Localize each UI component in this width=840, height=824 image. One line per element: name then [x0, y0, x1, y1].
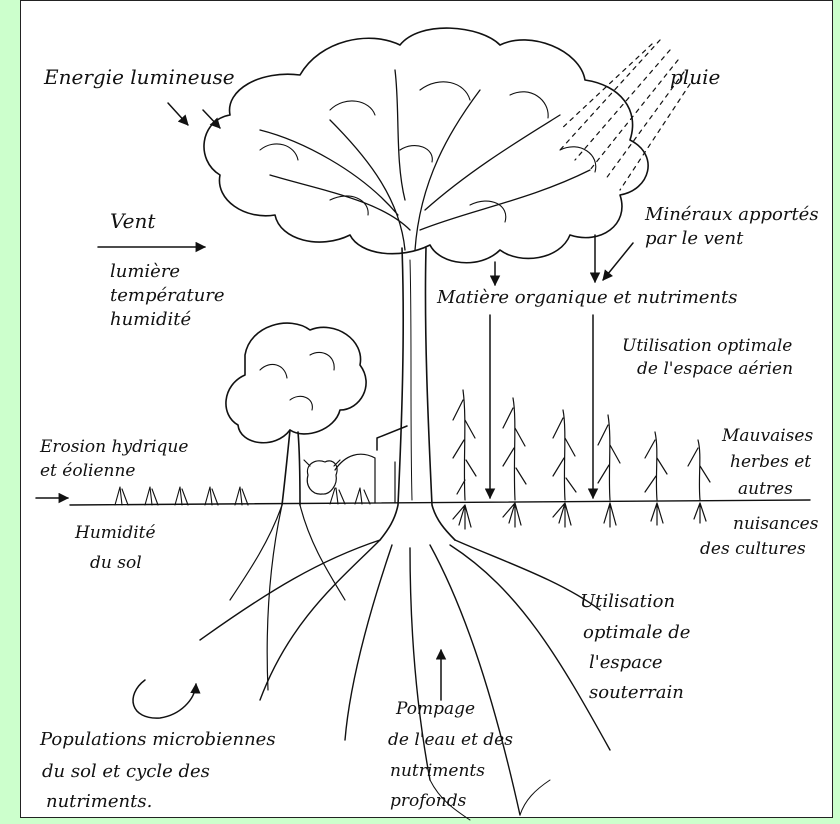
- label-pompage-line3: nutriments: [390, 762, 485, 782]
- label-pompage-line2: de l'eau et des: [388, 731, 513, 751]
- label-mauvaises-line2: herbes et: [730, 453, 811, 473]
- label-matiere: Matière organique et nutriments: [437, 288, 738, 309]
- label-humsol-line1: Humidité: [75, 524, 156, 544]
- label-aerien-line1: Utilisation optimale: [622, 337, 792, 357]
- label-populations-line2: du sol et cycle des: [42, 762, 210, 783]
- small-tree-drawing: [226, 323, 366, 505]
- label-pluie: pluie: [670, 66, 720, 89]
- label-populations-line1: Populations microbiennes: [40, 730, 276, 751]
- label-vent: Vent: [110, 210, 155, 233]
- label-mauvaises-line1: Mauvaises: [722, 427, 813, 447]
- label-lumiere: lumière: [110, 262, 180, 283]
- label-temperature: température: [110, 286, 225, 307]
- label-souterrain-line1: Utilisation: [580, 592, 675, 613]
- cow-drawing: [304, 454, 395, 503]
- rain-lines: [560, 40, 690, 190]
- crop-plant-drawing: [453, 390, 710, 529]
- label-erosion-line1: Erosion hydrique: [40, 438, 188, 458]
- label-pompage-line1: Pompage: [396, 700, 475, 720]
- label-aerien-line2: de l'espace aérien: [637, 360, 793, 380]
- label-mauvaises-line3: autres: [738, 480, 793, 500]
- label-erosion-line2: et éolienne: [40, 462, 135, 482]
- label-souterrain-line3: l'espace: [589, 653, 663, 674]
- arrow: [36, 103, 633, 718]
- label-mauvaises-line4: nuisances: [733, 515, 818, 535]
- label-energie: Energie lumineuse: [44, 66, 235, 89]
- label-mauvaises-line5: des cultures: [700, 540, 806, 560]
- label-mineraux-line1: Minéraux apportés: [645, 205, 819, 226]
- label-mineraux-line2: par le vent: [645, 229, 743, 250]
- label-humsol-line2: du sol: [90, 554, 142, 574]
- tree-drawing: [204, 28, 648, 540]
- label-souterrain-line4: souterrain: [589, 683, 684, 704]
- label-humidite: humidité: [110, 310, 191, 331]
- label-pompage-line4: profonds: [390, 792, 466, 812]
- label-populations-line3: nutriments.: [46, 792, 152, 813]
- label-souterrain-line2: optimale de: [583, 623, 690, 644]
